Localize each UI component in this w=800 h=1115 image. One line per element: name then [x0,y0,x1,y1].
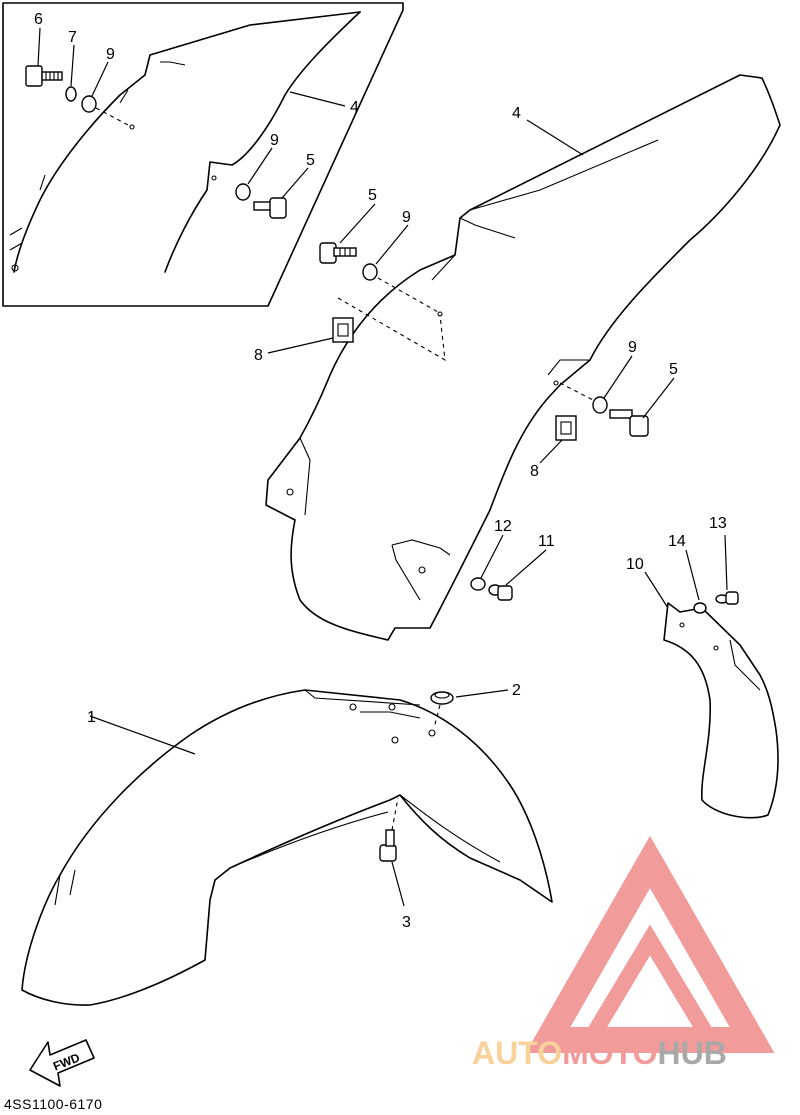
callout-8: 8 [254,347,263,364]
inset-detail: 6 7 9 4 9 5 [2,2,404,307]
callout-5: 5 [669,361,678,378]
callout-6: 6 [34,11,43,28]
callout-7: 7 [68,29,77,46]
callout-9: 9 [106,46,115,63]
collar-12 [470,577,486,591]
bolt-6-inset [25,65,63,87]
front-fender-1: 1 2 3 [21,682,553,1006]
diagram-code: 4SS1100-6170 [4,1096,103,1112]
callout-2: 2 [512,682,521,699]
collar-9-inset-b [235,183,251,201]
washer-14 [693,602,707,614]
callout-4: 4 [350,99,359,116]
callout-9: 9 [270,132,279,149]
callout-4: 4 [512,105,521,122]
bolt-5-inset [253,197,287,219]
callout-5: 5 [306,152,315,169]
callout-1: 1 [87,709,96,726]
callout-10: 10 [626,556,644,573]
callout-9: 9 [402,209,411,226]
callout-3: 3 [402,914,411,931]
bolt-5-upper [319,242,357,264]
watermark-logo: AUTOMOTOHUB [472,835,775,1071]
callout-14: 14 [668,533,686,550]
watermark-hub: HUB [657,1035,726,1071]
bolt-11 [488,584,513,601]
callout-11: 11 [538,533,555,550]
watermark-moto: MOTO [562,1035,657,1071]
callout-12: 12 [494,518,512,535]
callout-8: 8 [530,463,539,480]
bolt-5-right [609,409,649,437]
collar-9-right [592,396,608,414]
collar-9-upper [362,263,378,281]
mud-flap-10: 10 14 13 [626,515,779,819]
washer-7-inset [65,86,77,102]
fwd-arrow: FWD [29,1039,95,1087]
screw-13 [715,591,739,605]
bolt-3 [379,829,397,862]
callout-9: 9 [628,339,637,356]
clip-nut-8-upper [332,317,354,343]
grommet-2 [430,691,454,705]
rear-fender-4: 4 5 9 8 9 5 8 12 11 [254,74,781,641]
svg-text:AUTOMOTOHUB: AUTOMOTOHUB [472,1035,727,1071]
clip-nut-8-right [555,415,577,441]
collar-9-inset-a [81,95,97,113]
watermark-auto: AUTO [472,1035,562,1071]
callout-5: 5 [368,187,377,204]
callout-13: 13 [709,515,727,532]
